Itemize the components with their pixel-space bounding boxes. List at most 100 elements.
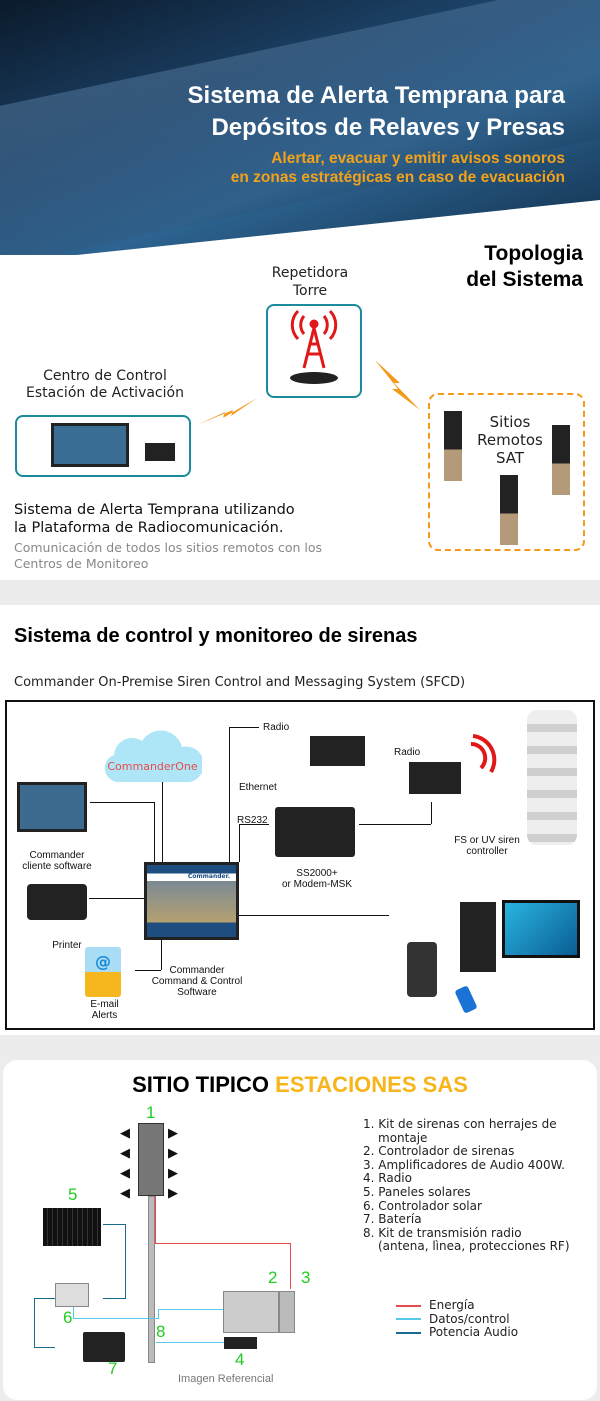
siren-icon	[444, 411, 462, 481]
legend-label: Datos/control	[429, 1311, 510, 1326]
list-item: 4. Radio	[363, 1171, 412, 1186]
lightning-icon	[197, 398, 257, 425]
siren-icon	[552, 425, 570, 495]
list-item: 2. Controlador de sirenas	[363, 1144, 515, 1159]
list-item: montaje	[378, 1130, 428, 1145]
radio-icon	[224, 1337, 257, 1349]
siren-label-2: controller	[466, 846, 508, 857]
image-caption: Imagen Referencial	[178, 1373, 274, 1385]
list-item: 7. Batería	[363, 1212, 422, 1227]
list-item: (antena, lìnea, protecciones RF)	[378, 1239, 570, 1254]
hero-subtitle-2: en zonas estratégicas en caso de evacuac…	[230, 169, 565, 186]
tower-icon	[290, 309, 338, 384]
pc-monitor-icon	[502, 900, 580, 958]
num-2: 2	[268, 1268, 278, 1287]
legend-energia: Energía	[396, 1298, 518, 1313]
ss2000-icon	[275, 807, 355, 857]
legend-audio: Potencia Audio	[396, 1326, 518, 1340]
pole-icon	[148, 1196, 155, 1363]
topology-desc-2: la Plataforma de Radiocomunicación.	[14, 520, 284, 536]
radio-icon	[409, 762, 461, 794]
email-icon: @	[85, 947, 121, 997]
repeater-box	[266, 304, 362, 398]
remote-line1: Sitios	[489, 413, 531, 431]
smartphone-icon	[454, 985, 478, 1014]
ethernet-label: Ethernet	[239, 782, 277, 793]
solar-controller-icon	[55, 1283, 89, 1307]
speakers-right-icon: ▶▶▶▶	[168, 1126, 178, 1201]
radio-label-2: Radio	[394, 747, 421, 758]
siren-label-1: FS or UV siren	[454, 835, 520, 846]
main-label-3: Software	[177, 987, 217, 998]
hero-subtitle-1: Alertar, evacuar y emitir avisos sonoros	[271, 150, 565, 167]
ss-label-1: SS2000+	[296, 868, 338, 879]
siren-tower-icon	[527, 710, 577, 845]
monitoring-subtitle: Commander On-Premise Siren Control and M…	[14, 675, 466, 690]
main-label-1: Commander	[169, 965, 225, 976]
num-3: 3	[301, 1268, 311, 1287]
topology-title-2: del Sistema	[466, 268, 583, 291]
printer-icon	[27, 884, 87, 920]
email-label-2: Alerts	[91, 1010, 118, 1021]
num-5: 5	[68, 1185, 78, 1204]
screen-brand: Commander.	[187, 873, 230, 880]
topology-title-1: Topologia	[484, 242, 583, 265]
num-6: 6	[63, 1308, 73, 1327]
list-item: 8. Kit de transmisión radio	[363, 1225, 522, 1240]
monitor-icon	[51, 423, 129, 467]
num-8: 8	[156, 1322, 166, 1341]
printer-label: Printer	[52, 940, 82, 951]
num-7: 7	[108, 1359, 118, 1378]
monitoring-section: Sistema de control y monitoreo de sirena…	[0, 605, 600, 1035]
list-item: 6. Controlador solar	[363, 1198, 482, 1213]
speakers-left-icon: ◀◀◀◀	[120, 1126, 130, 1201]
topology-desc-1: Sistema de Alerta Temprana utilizando	[14, 502, 295, 518]
radio-icon	[310, 736, 365, 766]
ss-label-2: or Modem-MSK	[281, 879, 352, 890]
phone-icon	[407, 942, 437, 997]
site-title-black: SITIO TIPICO	[132, 1072, 270, 1097]
siren-icon	[500, 475, 518, 545]
signal-icon	[470, 734, 497, 774]
num-1: 1	[146, 1103, 156, 1122]
site-title-orange: ESTACIONES SAS	[275, 1072, 468, 1097]
rs232-label: RS232	[237, 815, 268, 826]
hero-banner: Sistema de Alerta Temprana para Depósito…	[0, 0, 600, 262]
pc-tower-icon	[460, 902, 496, 972]
remote-sites-box: Sitios Remotos SAT	[428, 393, 585, 551]
siren-controller-icon	[223, 1291, 279, 1333]
site-card: SITIO TIPICO ESTACIONES SAS ◀◀◀◀ ▶▶▶▶ 1 …	[3, 1060, 597, 1400]
legend: Energía Datos/control Potencia Audio	[396, 1298, 518, 1340]
list-item: 5. Paneles solares	[363, 1184, 471, 1199]
radio-icon	[145, 443, 175, 461]
num-4: 4	[235, 1350, 245, 1369]
radio-label-1: Radio	[263, 722, 290, 733]
main-monitor-icon: Commander.	[144, 862, 239, 940]
client-label-1: Commander	[29, 850, 85, 861]
topology-section: Topologia del Sistema Repetidora Torre C…	[0, 242, 600, 580]
lightning-icon	[375, 360, 420, 410]
remote-line3: SAT	[495, 449, 525, 467]
main-label-2: Command & Control	[151, 976, 243, 987]
cloud-icon	[104, 730, 202, 782]
battery-icon	[83, 1332, 125, 1362]
control-sublabel: Estación de Activación	[26, 385, 184, 401]
client-label-2: cliente software	[22, 861, 92, 872]
hero-title-1: Sistema de Alerta Temprana para	[187, 82, 565, 109]
control-label: Centro de Control	[43, 368, 167, 384]
amplifier-icon	[279, 1291, 295, 1333]
list-item: 3. Amplificadores de Audio 400W.	[363, 1157, 565, 1172]
monitoring-title: Sistema de control y monitoreo de sirena…	[14, 625, 418, 647]
hero-title-2: Depósitos de Relaves y Presas	[211, 114, 565, 141]
remote-line2: Remotos	[477, 431, 543, 449]
control-box	[15, 415, 191, 477]
list-item: 1. Kit de sirenas con herrajes de	[363, 1117, 557, 1131]
cloud-label: CommanderOne	[107, 760, 198, 773]
email-label-1: E-mail	[90, 999, 119, 1010]
siren-kit-icon	[138, 1123, 164, 1196]
topology-note-2: Centros de Monitoreo	[14, 556, 149, 571]
repeater-sublabel: Torre	[292, 283, 328, 299]
solar-panel-icon	[43, 1208, 101, 1246]
components-list: 1. Kit de sirenas con herrajes de montaj…	[363, 1117, 570, 1254]
